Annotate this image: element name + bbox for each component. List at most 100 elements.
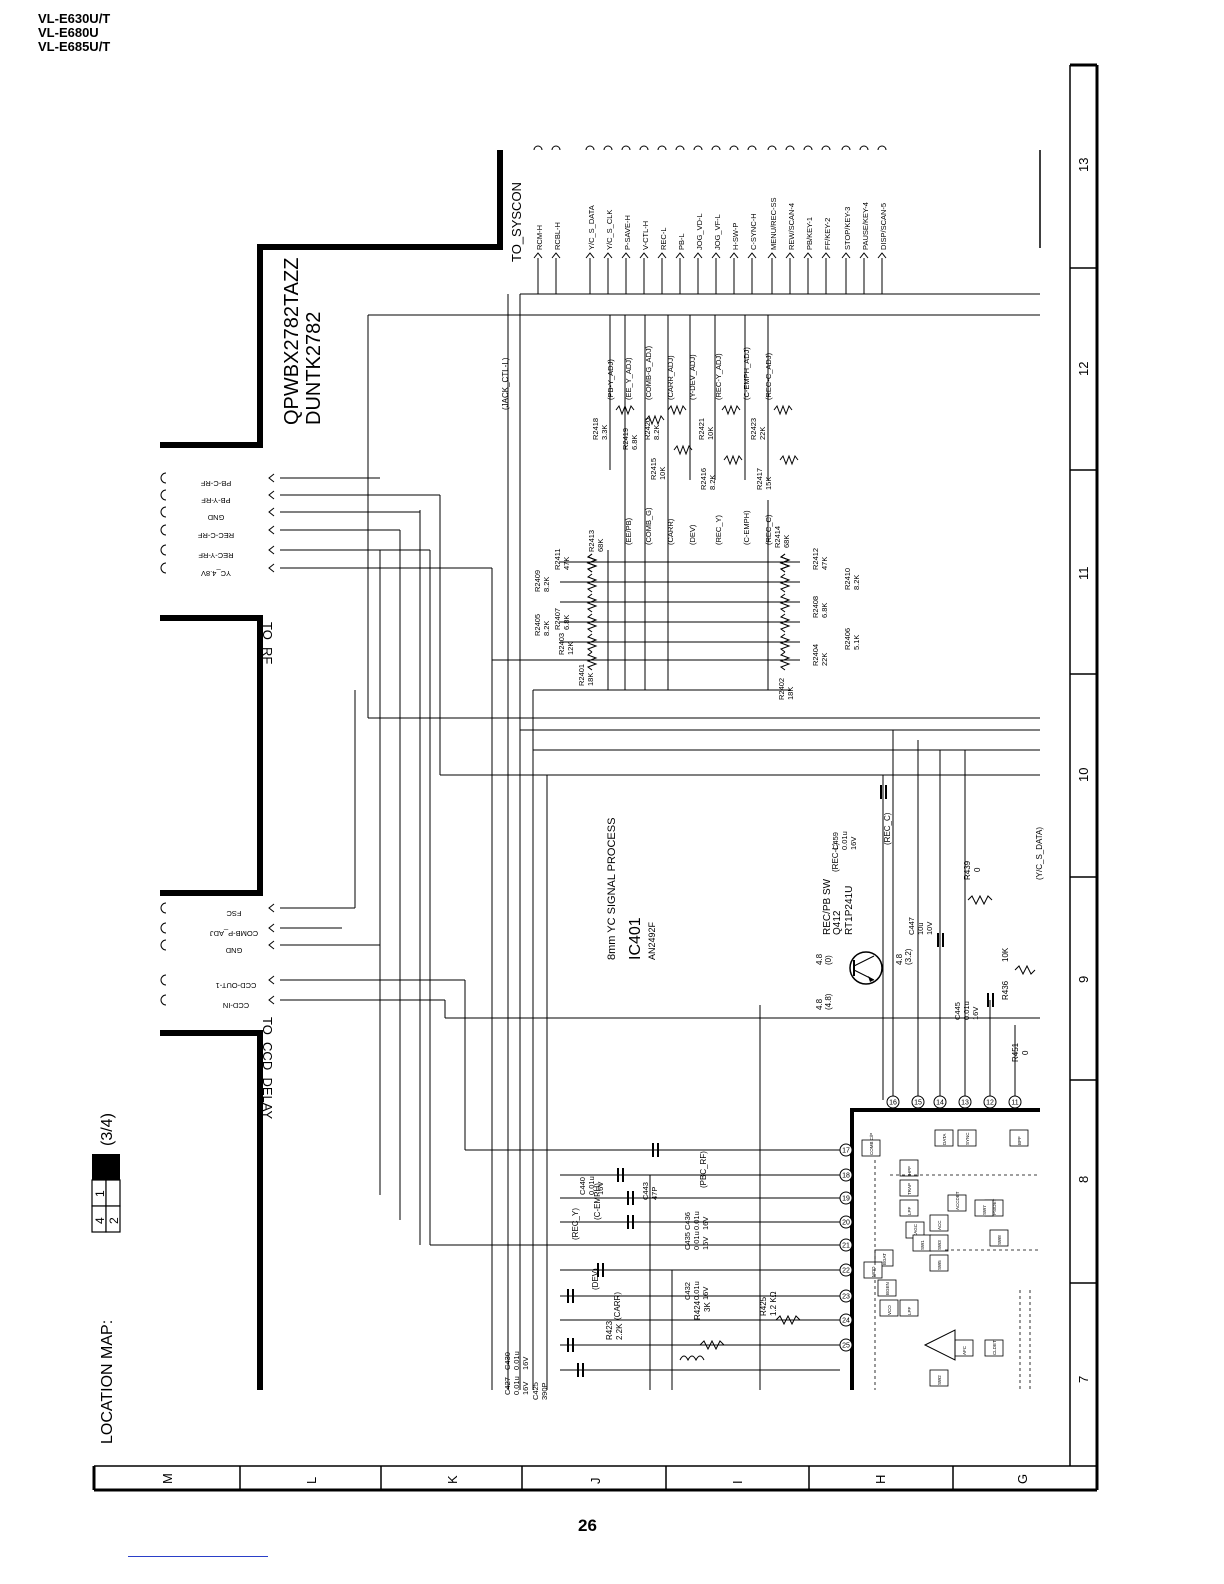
cap-volt-1: 10V — [925, 922, 934, 935]
model-label-2: VL-E680U — [38, 25, 99, 40]
ic-pin-top-4: 12 — [986, 1100, 994, 1107]
ic-pin-circle — [839, 1289, 853, 1303]
res-ladder-bot-ref-4: R2410 — [843, 568, 852, 590]
ic-pin-circle — [958, 1095, 972, 1109]
rf-pin-4: REC-Y-RF — [198, 551, 234, 560]
syscon-pin-arrow — [675, 252, 685, 259]
cap-ref-5: C436 — [683, 1212, 692, 1230]
ic-block-2: TRAP — [907, 1183, 912, 1195]
ic-block-7: DATA — [942, 1134, 947, 1145]
syscon-pin-17: PAUSE/KEY-4 — [861, 202, 870, 250]
col-label-8: 8 — [1076, 1176, 1091, 1183]
cap-ref-4: C440 — [578, 1177, 587, 1195]
signal-rec-y: (REC_Y) — [571, 1208, 580, 1240]
res-ladder-bot-ref-5: R2412 — [811, 548, 820, 570]
adjust-signal-7: (REC-C_ADJ) — [764, 352, 773, 400]
ic-pin-circle — [839, 1143, 853, 1157]
ic-pin-circle — [839, 1215, 853, 1229]
res-upper-val-5: 8.2K — [708, 475, 717, 490]
mid-pin-mark — [160, 922, 167, 934]
ic-block-6: ACCDET — [955, 1191, 960, 1210]
ic-pin-top-2: 14 — [936, 1100, 944, 1107]
syscon-pin-7: PB-L — [677, 233, 686, 250]
res-upper-ref-7: R2417 — [755, 468, 764, 490]
to-syscon-title: TO_SYSCON — [509, 182, 524, 262]
mid-pin-mark — [160, 939, 167, 951]
bus-signal-3: (DEV) — [688, 524, 697, 545]
ic-block-14: AFC — [962, 1345, 967, 1355]
cap-ref-6: C435 — [683, 1232, 692, 1250]
cap-val-3: 47P — [650, 1187, 659, 1200]
ic-pin-circle — [839, 1338, 853, 1352]
model-label-1: VL-E630U/T — [38, 11, 111, 26]
syscon-pin-mark — [603, 145, 613, 151]
ic-block-box — [899, 1179, 919, 1197]
q412-volt-1: 4.8 — [815, 953, 824, 965]
ic-block-box — [934, 1129, 954, 1147]
res-upper-zigzag-2 — [667, 404, 687, 416]
res-ladder-top-zigzag-0 — [586, 651, 598, 671]
syscon-pin-arrow — [803, 252, 813, 259]
cap-val-6: 0.01u — [692, 1231, 701, 1250]
syscon-pin-mark — [675, 145, 685, 151]
res-ladder-bot-val-2: 5.1K — [852, 635, 861, 650]
res-upper-val-1: 6.8K — [630, 435, 639, 450]
row-label-h: H — [873, 1475, 888, 1484]
rf-pin-mark — [160, 562, 167, 574]
row-label-g: G — [1015, 1474, 1030, 1484]
res-upper-zigzag-1 — [645, 414, 665, 426]
row-label-m: M — [160, 1473, 175, 1484]
res-upper-zigzag-0 — [615, 404, 635, 416]
res-upper-val-2: 8.2K — [652, 425, 661, 440]
syscon-pin-mark — [785, 145, 795, 151]
ic-block-box — [984, 1339, 1004, 1357]
syscon-pin-11: C-SYNC-H — [749, 213, 758, 250]
ic-pin-circle — [983, 1095, 997, 1109]
ic-block-box — [899, 1199, 919, 1217]
res-ladder-top-val-2: 8.2K — [542, 621, 551, 636]
to-rf-title: TO_RF — [260, 622, 275, 664]
syscon-pin-mark — [767, 145, 777, 151]
ic-pin-top-5: 11 — [1011, 1100, 1018, 1107]
col-label-12: 12 — [1076, 362, 1091, 376]
board-unit-name: DUNTK2782 — [303, 312, 325, 425]
cap-val-10: 390P — [540, 1382, 549, 1400]
q412-part: RT1P241U — [844, 886, 855, 935]
res-upper-ref-3: R2415 — [649, 458, 658, 480]
res-ladder-top-ref-0: R2401 — [577, 664, 586, 686]
ic-block-box — [957, 1129, 977, 1147]
ic-pin-left-8: 25 — [842, 1343, 850, 1350]
syscon-pin-arrow — [785, 252, 795, 259]
signal-carr: (CARR) — [613, 1292, 622, 1320]
res-r424-val: 3K — [703, 1302, 712, 1312]
ic-opamp — [923, 1329, 956, 1361]
syscon-pin-mark — [551, 145, 561, 151]
q412-volt-4: (4.8) — [824, 993, 833, 1010]
ic-block-20: SW5 — [937, 1260, 942, 1270]
ic-pin-circle — [911, 1095, 925, 1109]
signal-c-emph: (C-EMPH) — [593, 1183, 602, 1220]
res-ladder-bot-zigzag-4 — [779, 573, 791, 593]
adjust-signal-1: (EE_Y_ADJ) — [624, 357, 633, 400]
ic-block-0: COMB C/P — [869, 1133, 874, 1155]
page-number: 26 — [578, 1516, 597, 1535]
syscon-pin-mark — [621, 145, 631, 151]
rf-pin-arrow — [268, 525, 275, 535]
res-ladder-bot-val-5: 47K — [820, 557, 829, 570]
rf-leads — [280, 477, 440, 551]
cap-val-0: 0.01u — [840, 831, 849, 850]
ic-block-10: SYNC — [965, 1132, 970, 1145]
res-ladder-bot-val-6: 68K — [782, 535, 791, 548]
to-ccd-delay-title: TO_CCD_DELAY — [260, 1017, 275, 1119]
location-map-label: LOCATION MAP: — [99, 1320, 116, 1444]
res-upper-ref-6: R2423 — [749, 418, 758, 440]
syscon-pin-mark — [711, 145, 721, 151]
syscon-pin-mark — [533, 145, 543, 151]
res-ladder-top-ref-6: R2413 — [587, 530, 596, 552]
cap-ref-7: C432 — [683, 1282, 692, 1300]
rf-pin-5: YC_4.8V — [201, 569, 231, 578]
ic-block-4: CAGC — [913, 1223, 918, 1237]
syscon-pin-mark — [803, 145, 813, 151]
ic-block-box — [1009, 1129, 1029, 1147]
